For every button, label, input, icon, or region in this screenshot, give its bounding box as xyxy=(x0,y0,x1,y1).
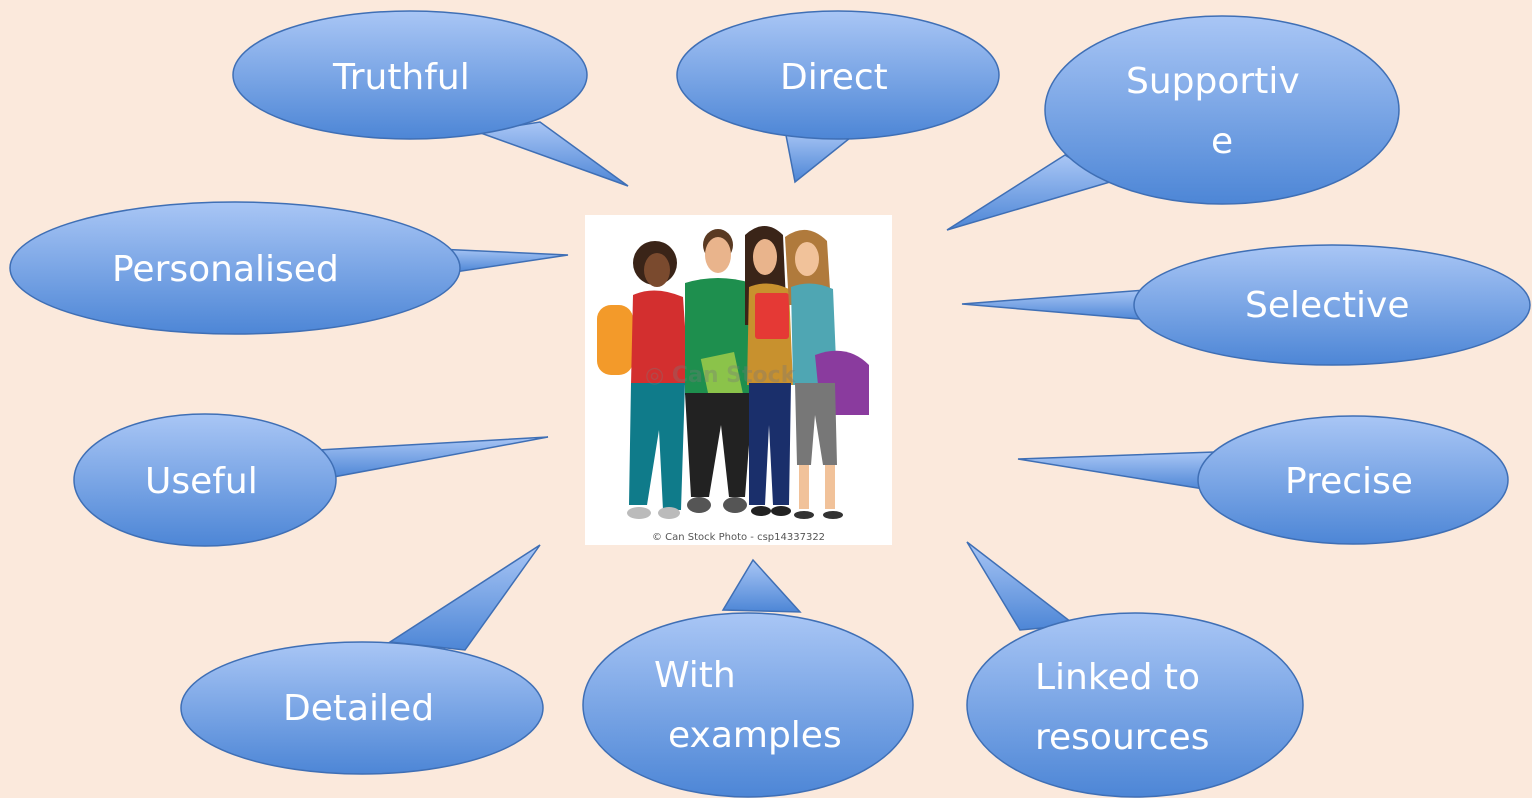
label-supportive-line1: Supportiv xyxy=(1126,61,1300,102)
bubble-with-examples-body xyxy=(582,612,914,798)
bubble-precise xyxy=(1017,451,1216,491)
bubble-linked-resources-body xyxy=(966,612,1304,798)
label-supportive-line2: e xyxy=(1211,121,1234,162)
label-personalised: Personalised xyxy=(112,249,339,290)
label-with-examples-line2: examples xyxy=(668,715,842,756)
bubble-direct-body xyxy=(676,10,1000,140)
label-truthful: Truthful xyxy=(333,57,470,98)
label-linked-line1: Linked to xyxy=(1035,657,1201,698)
label-with-examples-line1: With xyxy=(654,655,736,696)
bubble-detailed-body xyxy=(180,641,544,775)
student-1-figure xyxy=(597,241,689,519)
label-precise: Precise xyxy=(1285,461,1413,502)
bubble-truthful-body xyxy=(232,10,588,140)
bubble-supportive-body xyxy=(1044,15,1400,205)
bubble-useful-body xyxy=(73,413,337,547)
students-illustration: ◎ Can Stock © Can Stock Photo - csp14337… xyxy=(585,215,892,545)
label-detailed: Detailed xyxy=(283,688,435,729)
students-figures xyxy=(597,226,869,519)
bubble-precise-body xyxy=(1197,415,1509,545)
bubble-truthful xyxy=(475,121,629,187)
bubble-selective-body xyxy=(1133,244,1531,366)
bubble-with-examples xyxy=(721,558,802,613)
student-2-figure xyxy=(685,229,755,513)
label-direct: Direct xyxy=(780,57,888,98)
bubble-personalised-body xyxy=(9,201,461,335)
bubble-selective xyxy=(961,289,1151,321)
photo-watermark: ◎ Can Stock xyxy=(645,363,796,388)
label-selective: Selective xyxy=(1245,285,1410,326)
student-3-figure xyxy=(745,226,793,516)
bubble-linked-resources xyxy=(966,541,1077,631)
student-4-figure xyxy=(785,229,869,519)
label-linked-line2: resources xyxy=(1035,717,1210,758)
photo-caption: © Can Stock Photo - csp14337322 xyxy=(651,532,826,543)
bubble-useful xyxy=(316,436,549,479)
bubble-detailed xyxy=(387,544,541,651)
label-useful: Useful xyxy=(145,461,258,502)
